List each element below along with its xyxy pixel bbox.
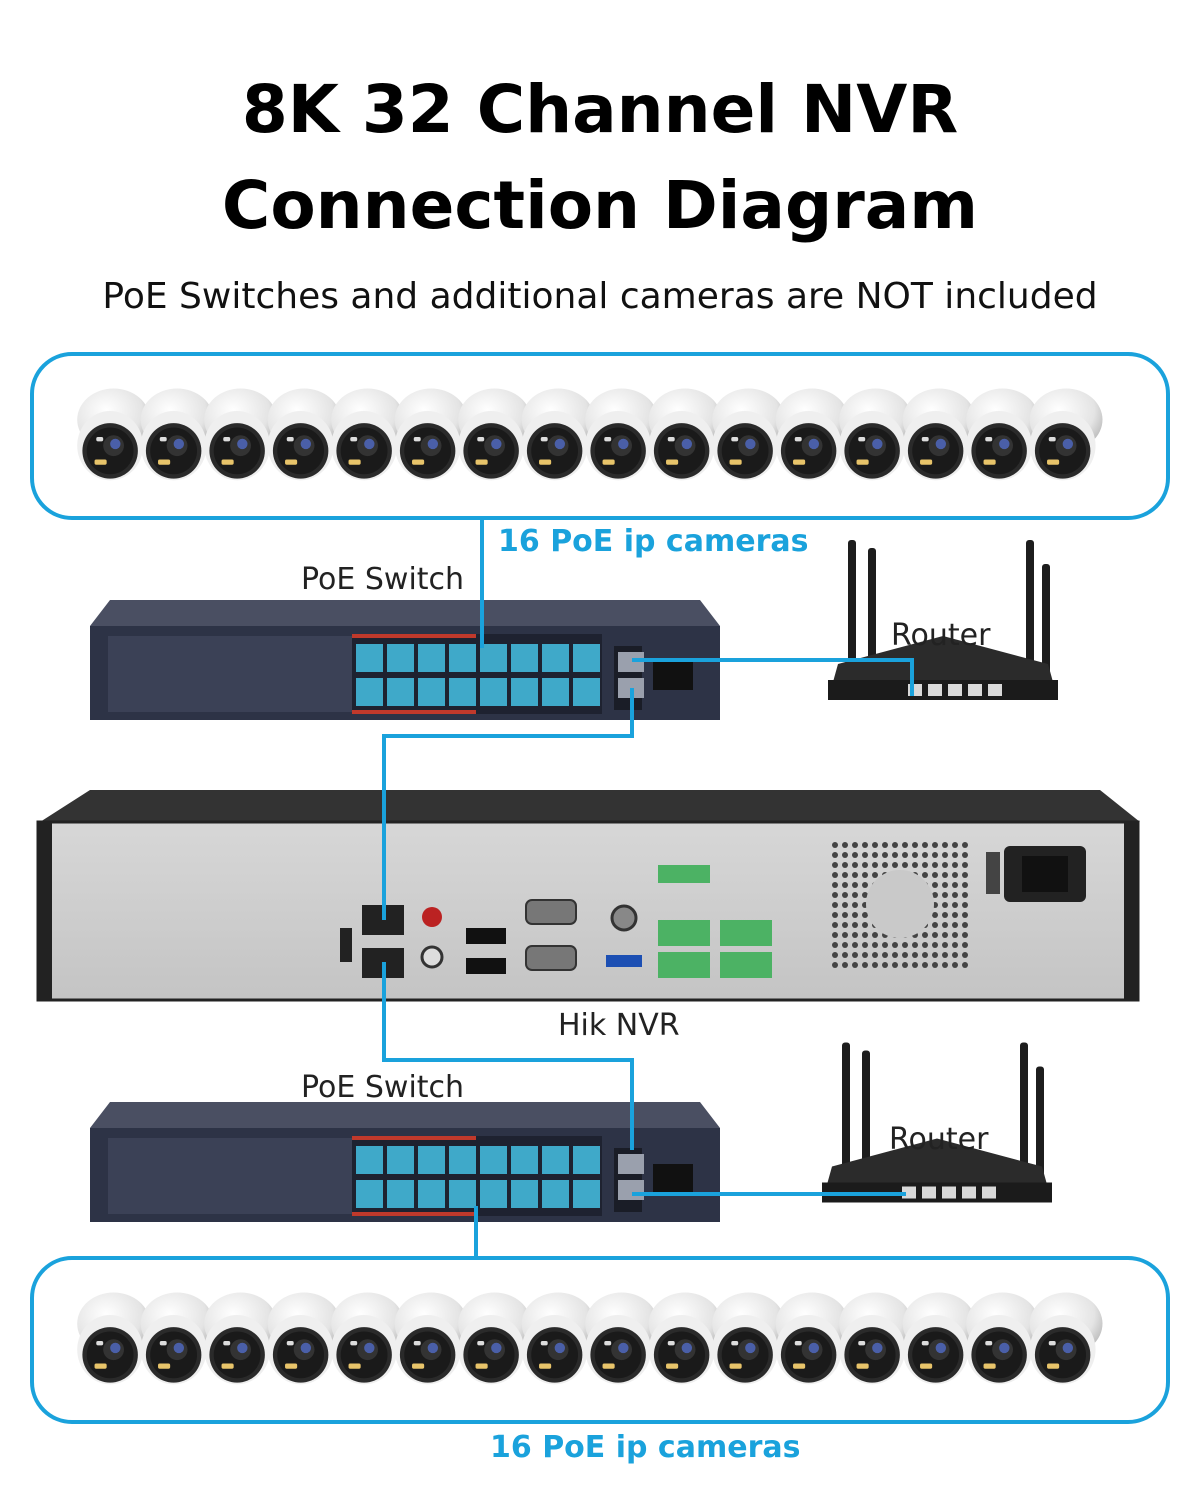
ethernet-port (573, 1180, 600, 1208)
camera-icon (712, 388, 785, 481)
ethernet-port (356, 678, 383, 706)
title-line-1: 8K 32 Channel NVR (241, 71, 959, 148)
line-top-switch-to-router (632, 658, 914, 696)
camera-icon (394, 388, 468, 481)
camera-icon (839, 1292, 912, 1385)
ethernet-port (511, 1146, 538, 1174)
camera-icon (140, 388, 214, 481)
ethernet-port (356, 644, 383, 672)
ethernet-port (511, 1180, 538, 1208)
camera-icon (267, 1292, 341, 1385)
poe-switch-top-label: PoE Switch (301, 562, 465, 597)
connection-lines (382, 520, 914, 1256)
camera-icon (966, 388, 1039, 481)
ethernet-port (573, 678, 600, 706)
ethernet-port (387, 1180, 414, 1208)
ethernet-port (573, 644, 600, 672)
ethernet-port (418, 1146, 445, 1174)
line-top-switch-to-nvr (382, 688, 634, 920)
camera-icon (394, 1292, 468, 1385)
ethernet-port (480, 1146, 507, 1174)
ethernet-port (542, 644, 569, 672)
bottom-camera-group (30, 1256, 1170, 1424)
ethernet-port (542, 1180, 569, 1208)
subtitle: PoE Switches and additional cameras are … (102, 276, 1098, 317)
router-top-label: Router (891, 618, 991, 653)
camera-icon (77, 388, 150, 481)
ethernet-port (356, 1146, 383, 1174)
ethernet-port (418, 644, 445, 672)
camera-icon (1029, 388, 1103, 481)
ethernet-port (387, 1146, 414, 1174)
camera-icon (966, 1292, 1039, 1385)
poe-switch-bottom-label: PoE Switch (301, 1070, 465, 1105)
poe-switch-bottom-ports (356, 1146, 644, 1208)
ethernet-port (356, 1180, 383, 1208)
ethernet-port (387, 678, 414, 706)
camera-icon (839, 388, 912, 481)
ethernet-port (511, 644, 538, 672)
ethernet-port (573, 1146, 600, 1174)
ethernet-port (480, 644, 507, 672)
top-cameras-label: 16 PoE ip cameras (498, 524, 809, 559)
title-line-2: Connection Diagram (221, 167, 979, 244)
ethernet-port (542, 1146, 569, 1174)
ethernet-port (449, 678, 476, 706)
ethernet-port (511, 678, 538, 706)
ethernet-port (542, 678, 569, 706)
camera-icon (140, 1292, 214, 1385)
uplink-port (618, 1180, 644, 1200)
camera-icon (204, 388, 277, 481)
ethernet-port (418, 1180, 445, 1208)
nvr-label: Hik NVR (558, 1008, 680, 1043)
bottom-cameras-label: 16 PoE ip cameras (490, 1430, 801, 1465)
poe-switch-top (90, 600, 720, 720)
camera-icon (902, 1292, 976, 1385)
camera-icon (775, 1292, 849, 1385)
camera-icon (77, 1292, 150, 1385)
camera-icon (458, 388, 531, 481)
camera-icon (331, 1292, 404, 1385)
uplink-port (618, 1154, 644, 1174)
line-nvr-to-bottom-switch (382, 962, 634, 1150)
top-camera-group (30, 352, 1170, 520)
bottom-cameras (77, 1292, 1103, 1385)
poe-switch-bottom (90, 1102, 720, 1222)
camera-icon (521, 1292, 595, 1385)
camera-icon (902, 388, 976, 481)
camera-icon (1029, 1292, 1103, 1385)
camera-icon (204, 1292, 277, 1385)
nvr-device (36, 790, 1140, 1002)
camera-icon (585, 1292, 658, 1385)
uplink-port (618, 652, 644, 672)
camera-icon (458, 1292, 531, 1385)
poe-switch-top-ports (356, 644, 644, 706)
camera-icon (331, 388, 404, 481)
camera-icon (775, 388, 849, 481)
camera-icon (712, 1292, 785, 1385)
ethernet-port (449, 1180, 476, 1208)
ethernet-port (480, 678, 507, 706)
ethernet-port (480, 1180, 507, 1208)
top-cameras (77, 388, 1103, 481)
ethernet-port (449, 644, 476, 672)
ethernet-port (387, 644, 414, 672)
camera-icon (585, 388, 658, 481)
camera-icon (267, 388, 341, 481)
ethernet-port (418, 678, 445, 706)
router-bottom-label: Router (889, 1122, 989, 1157)
ethernet-port (449, 1146, 476, 1174)
camera-icon (648, 1292, 722, 1385)
camera-icon (648, 388, 722, 481)
camera-icon (521, 388, 595, 481)
